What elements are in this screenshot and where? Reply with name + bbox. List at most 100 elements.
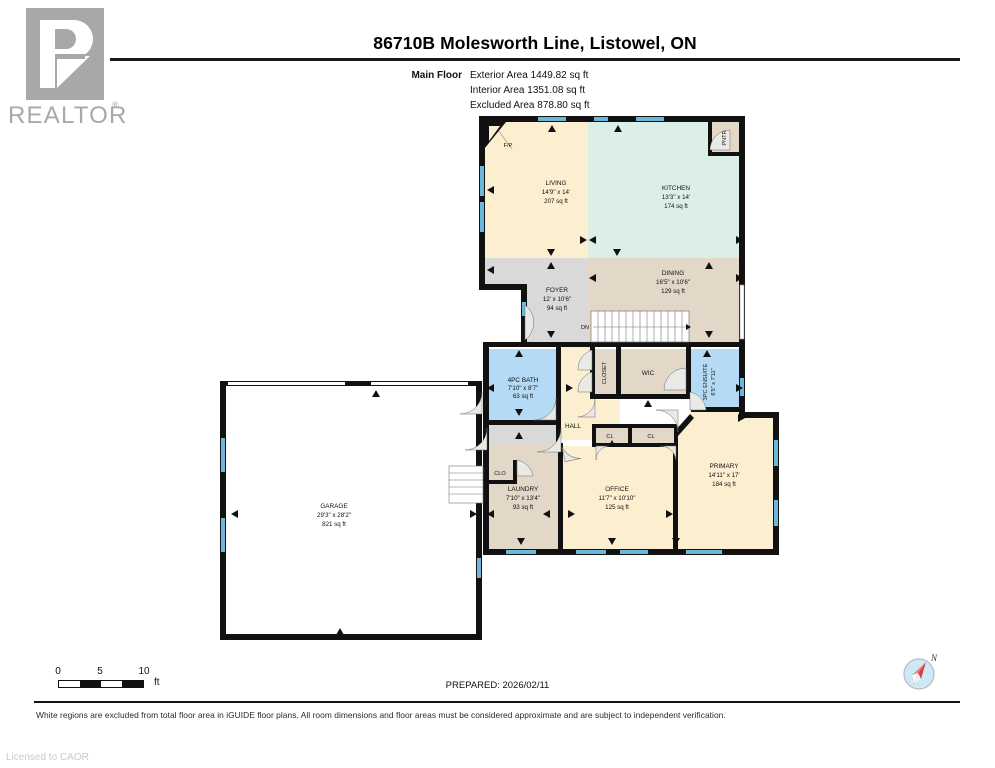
wall-primary-diagonal <box>674 414 694 436</box>
room-name-cl-2: CL <box>647 434 654 440</box>
room-dims-laundry: 7'10" x 13'4" <box>506 495 540 502</box>
door-swing-laundry-garage <box>464 427 488 451</box>
wall-ensuite-left <box>686 345 691 399</box>
room-dims-foyer: 12' x 10'6" <box>543 296 571 303</box>
room-name-wic: WIC <box>642 370 655 377</box>
wall-left-lower <box>483 343 489 443</box>
door-swing-hall-laundry <box>536 427 562 453</box>
window-garage-left-2 <box>221 518 225 552</box>
disclaimer-text: White regions are excluded from total fl… <box>36 710 726 720</box>
room-name-pantry: PNTR <box>722 130 728 145</box>
realtor-r-bowl-counter <box>55 29 76 49</box>
room-name-office: OFFICE <box>605 486 628 493</box>
fireplace-leader <box>497 129 513 150</box>
room-area-primary: 184 sq ft <box>712 481 736 488</box>
room-dims-kitchen: 13'3" x 14' <box>662 194 690 201</box>
room-name-4pc-bath: 4PC BATH <box>508 377 539 384</box>
wall-foyer-bottom <box>483 342 561 347</box>
window-primary-right-2 <box>774 500 778 526</box>
wall-cl-top <box>592 424 678 428</box>
room-label-garage: GARAGE 29'3" x 28'2" 821 sq ft <box>317 503 351 528</box>
window-primary-bottom <box>686 550 722 554</box>
room-area-garage: 821 sq ft <box>322 521 346 528</box>
room-label-foyer: FOYER 12' x 10'6" 94 sq ft <box>543 287 571 312</box>
door-swing-closet <box>577 349 593 371</box>
door-swing-bath <box>533 397 557 421</box>
wall-dining-bottom <box>556 342 744 347</box>
room-fill-foyer <box>485 258 588 342</box>
wall-garage-left <box>220 381 226 639</box>
view-direction-arrows <box>231 125 745 635</box>
floor-label: Main Floor <box>411 70 462 81</box>
room-fill-kitchen <box>588 122 710 258</box>
room-label-4pc-bath: 4PC BATH 7'10" x 8'7" 63 sq ft <box>508 377 539 400</box>
realtor-r-mark <box>26 8 104 100</box>
room-dims-4pc-bath: 7'10" x 8'7" <box>508 385 539 392</box>
sliding-door-dining <box>739 284 745 340</box>
wall-bath-right <box>556 345 561 425</box>
room-fill-living <box>485 122 588 258</box>
door-swing-ensuite <box>689 391 707 411</box>
registered-trademark-icon: ® <box>112 100 119 110</box>
wall-cl-mid <box>628 424 632 446</box>
door-swing-foyer-entry <box>524 304 534 341</box>
window-living-left-2 <box>480 202 484 232</box>
room-fill-office <box>562 446 674 549</box>
garage-stairs <box>448 465 484 504</box>
room-name-dining: DINING <box>662 270 684 277</box>
room-fill-closet <box>595 349 617 397</box>
wall-right-jog <box>739 412 779 418</box>
wall-bath-left <box>483 345 489 353</box>
wall-wic-bottom <box>590 394 691 399</box>
wall-ensuite-bottom <box>691 407 743 412</box>
wall-right-primary <box>773 412 779 555</box>
room-area-4pc-bath: 63 sq ft <box>513 393 534 400</box>
realtor-r-leg <box>57 56 90 88</box>
room-name-garage: GARAGE <box>320 503 347 510</box>
window-living-top-1 <box>538 117 566 121</box>
scale-tick-10: 10 <box>138 666 150 677</box>
door-swing-hall-1 <box>577 398 596 418</box>
room-dims-dining: 16'5" x 10'6" <box>656 279 690 286</box>
room-name-hall: HALL <box>565 423 581 430</box>
door-swing-closet-2 <box>577 371 593 393</box>
wall-top <box>479 116 745 122</box>
scale-ticks: 0 5 10 <box>52 666 227 679</box>
garage-door-post <box>345 381 371 386</box>
excluded-area: Excluded Area 878.80 sq ft <box>470 100 590 111</box>
room-name-laundry: LAUNDRY <box>508 486 539 493</box>
wall-cl-right <box>674 424 678 446</box>
scale-tick-0: 0 <box>55 666 61 677</box>
room-area-dining: 129 sq ft <box>661 288 685 295</box>
room-fill-hall <box>560 342 742 430</box>
wall-clo-right <box>513 460 517 484</box>
fireplace-label: F/P <box>504 143 513 149</box>
room-dims-3pc-ensuite: 6'5" x 7'11" <box>711 368 717 395</box>
room-fill-laundry <box>487 428 558 549</box>
wall-office-left <box>558 443 563 553</box>
window-garage-left-1 <box>221 438 225 472</box>
wall-garage-right <box>476 381 482 639</box>
window-living-top-2 <box>594 117 608 121</box>
room-label-dining: DINING 16'5" x 10'6" 129 sq ft <box>656 270 690 295</box>
room-dims-primary: 14'11" x 17' <box>708 472 739 479</box>
room-area-living: 207 sq ft <box>544 198 568 205</box>
room-fill-entry-landing <box>483 425 558 443</box>
realtor-logo: REALTOR ® <box>8 6 126 131</box>
interior-area: Interior Area 1351.08 sq ft <box>470 85 586 96</box>
room-fill-cl-1 <box>596 428 628 446</box>
wall-cl-left <box>592 424 596 446</box>
realtor-wordmark: REALTOR <box>8 102 128 129</box>
stairs-down <box>590 310 691 343</box>
wall-closet-left <box>590 345 595 399</box>
wall-cl-bottom <box>592 443 678 447</box>
exterior-area: Exterior Area 1449.82 sq ft <box>470 70 589 81</box>
scale-track <box>58 680 144 688</box>
license-text: Licensed to CAOR <box>6 752 89 763</box>
room-fill-cl-2 <box>632 428 674 446</box>
door-swing-pantry <box>709 129 731 151</box>
window-office-bottom-2 <box>620 550 648 554</box>
wall-foyer-jog-h <box>479 284 527 290</box>
door-swing-garage-entry <box>459 391 483 415</box>
